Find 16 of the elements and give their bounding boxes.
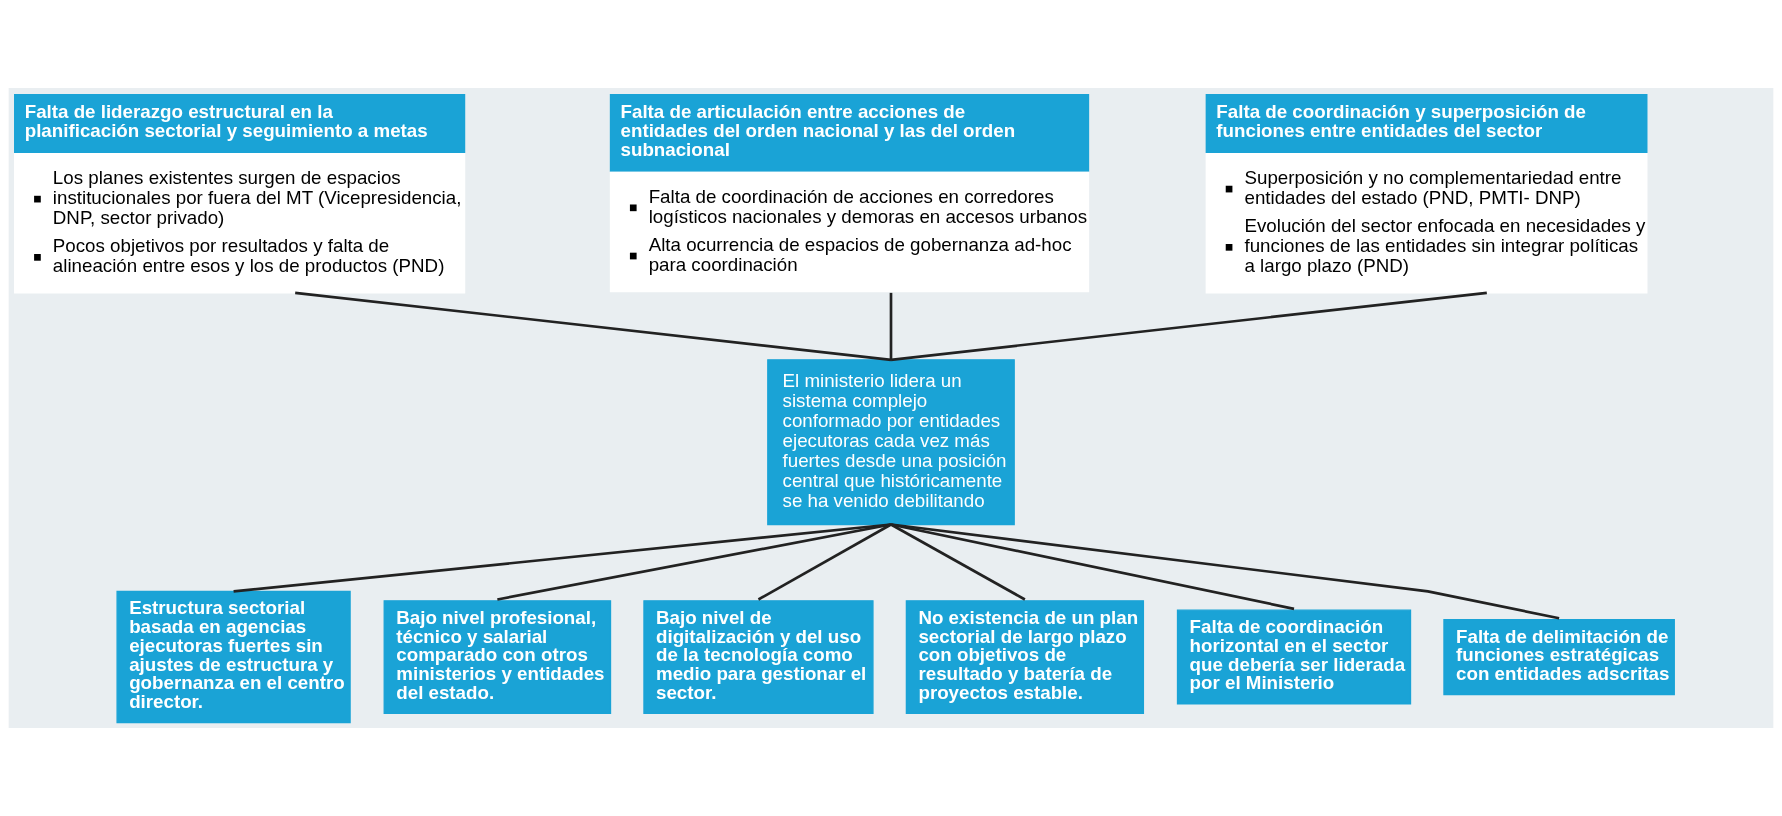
node-box: El ministerio lidera un sistema complejo conformado por entidades ejecutoras cada vez más fuertes desde una posición central que históricamente se ha venido debilitando: [767, 359, 1015, 526]
node-box: Falta de delimitación de funciones estratégicas con entidades adscritas: [1443, 618, 1675, 696]
node-box: Bajo nivel profesional, técnico y salarial comparado con otros ministerios y entidades del estado.: [383, 600, 612, 714]
connector: [295, 291, 892, 362]
node-box: No existencia de un plan sectorial de largo plazo con objetivos de resultado y batería de proyectos estable.: [905, 600, 1145, 714]
connector: [497, 523, 892, 601]
connector: [889, 292, 893, 360]
connector: [890, 523, 1560, 620]
connector: [757, 523, 892, 601]
node-box: Falta de coordinación horizontal en el sector que debería ser liderada por el Ministerio: [1176, 609, 1412, 705]
node-box: Estructura sectorial basada en agencias ejecutoras fuertes sin ajustes de estructura y gobernanza en el centro director.: [116, 590, 351, 724]
connector: [890, 291, 1487, 362]
connector: [890, 523, 1026, 601]
connector: [890, 523, 1295, 611]
connector: [233, 523, 892, 593]
node-box: Bajo nivel de digitalización y del uso de la tecnología como medio para gestionar el sector.: [643, 600, 874, 714]
